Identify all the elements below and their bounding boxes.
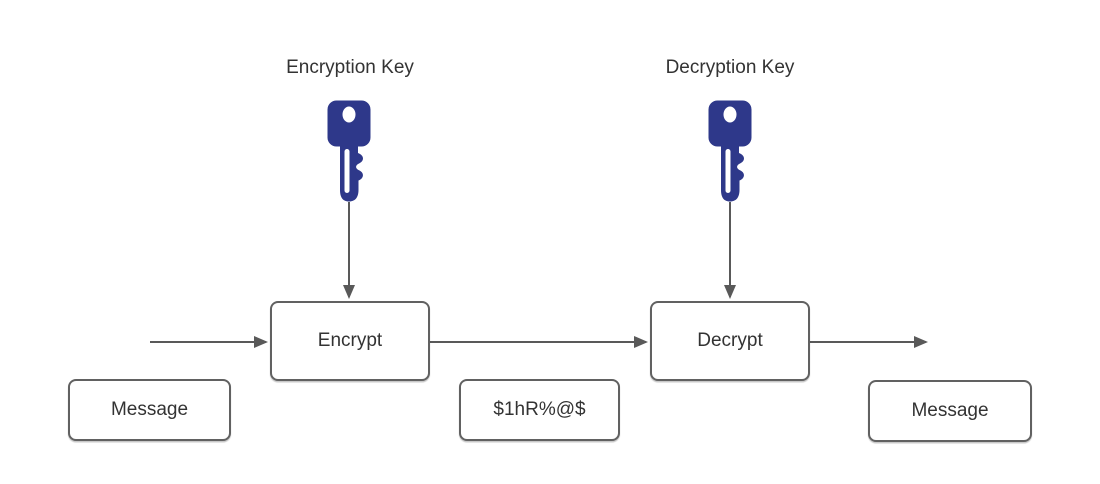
ciphertext-box: $1hR%@$: [459, 379, 620, 441]
ciphertext-label: $1hR%@$: [493, 399, 586, 420]
encrypt-process-box: Encrypt: [270, 301, 430, 381]
key-slot: [725, 149, 731, 193]
message-output-label: Message: [911, 400, 989, 421]
key-slot: [344, 149, 350, 193]
message-input-label: Message: [110, 399, 189, 420]
decrypt-box-label: Decrypt: [697, 330, 763, 351]
encryption-key-icon: [327, 100, 371, 202]
key-hole: [342, 106, 356, 123]
decryption-key-label: Decryption Key: [665, 57, 795, 78]
plaintext-message-output-box: Message: [868, 380, 1032, 442]
decrypt-process-box: Decrypt: [650, 301, 810, 381]
decryption-key-icon: [708, 100, 752, 202]
key-hole: [723, 106, 737, 123]
plaintext-message-input-box: Message: [68, 379, 231, 441]
encryption-key-label: Encryption Key: [286, 57, 414, 78]
encrypt-box-label: Encrypt: [317, 330, 383, 351]
